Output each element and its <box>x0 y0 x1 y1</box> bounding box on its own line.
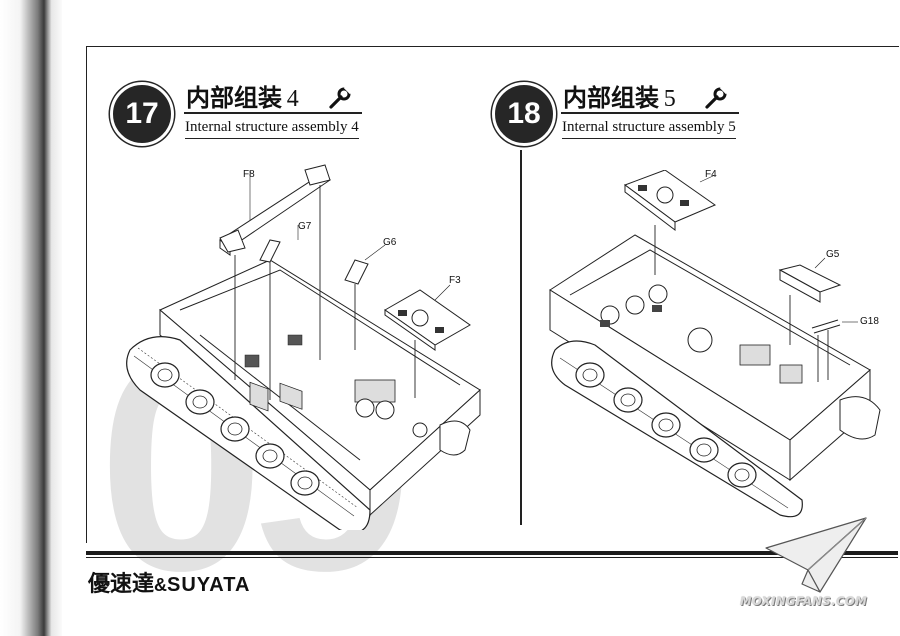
wrench-icon <box>705 85 729 109</box>
brand-logo: 優速達&SUYATA <box>88 566 250 598</box>
brand-amp: & <box>154 575 168 595</box>
paper-plane-logo-icon <box>765 517 867 593</box>
step-17-title-cn: 内部组装 4 <box>186 84 299 112</box>
part-label-f3: F3 <box>449 275 461 286</box>
step-17-badge: 17 <box>110 82 174 146</box>
page-edge <box>52 0 62 636</box>
step-17-title-en: Internal structure assembly 4 <box>185 120 359 139</box>
page-frame <box>86 46 899 543</box>
step-18-title-cn: 内部组装 5 <box>563 84 676 112</box>
part-label-g5: G5 <box>826 249 840 260</box>
part-label-g18: G18 <box>860 316 879 327</box>
step-17-assembly-drawing <box>126 164 481 530</box>
step-18-badge: 18 <box>492 82 556 146</box>
wrench-icon <box>329 85 353 109</box>
part-label-f8: F8 <box>243 169 255 180</box>
step-divider <box>520 150 522 525</box>
step-17-title-rule <box>184 112 362 114</box>
step-18-assembly-drawing <box>549 170 881 518</box>
step-18-title-rule <box>561 112 739 114</box>
brand-latin: SUYATA <box>167 574 251 596</box>
part-label-f4: F4 <box>705 169 717 180</box>
part-label-g6: G6 <box>383 237 397 248</box>
part-label-g7: G7 <box>298 221 312 232</box>
brand-cn: 優速達 <box>88 572 155 597</box>
binding-shadow <box>0 0 52 636</box>
step-number: 17 <box>125 97 159 130</box>
step-number: 18 <box>507 97 541 130</box>
footer-rule-thin <box>86 557 898 558</box>
watermark-text: MOXINGFANS.COM <box>740 594 868 608</box>
step-18-title-en: Internal structure assembly 5 <box>562 120 736 139</box>
footer-rule <box>86 551 898 555</box>
